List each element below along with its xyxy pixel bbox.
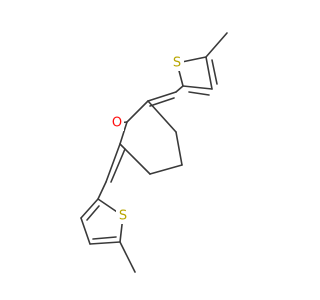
cyclohexanone-ring	[119, 100, 183, 175]
bond-c5-c4	[175, 131, 183, 166]
thiophene-top-c3-c2-double	[188, 91, 210, 96]
atom-labels: O S S	[110, 55, 184, 224]
bond-methine-thiophene-bottom	[97, 181, 107, 200]
thiophene-bottom-methyl	[119, 241, 136, 273]
bond-c2-methine-bottom	[105, 143, 121, 183]
thiophene-top-c5-c4	[205, 56, 213, 90]
bond-methine-thiophene-top	[175, 85, 184, 93]
bond-c4-c3	[147, 100, 177, 133]
bond-c3-methine-top-double	[149, 97, 175, 107]
thiophene-top-methyl	[205, 32, 228, 58]
bond-c1-c2	[119, 121, 128, 145]
upper-substituent	[147, 32, 228, 107]
thiophene-top-c4-c3	[182, 85, 213, 90]
bond-c6-c5	[149, 164, 183, 175]
bond-c2-methine-bottom-double	[110, 148, 126, 183]
molecule-structure: O S S	[80, 32, 228, 273]
thiophene-bottom-c5-c4-double	[92, 236, 117, 240]
thiophene-bottom-c4-c3	[80, 217, 91, 245]
thiophene-bottom-c3-c2-double	[86, 205, 100, 221]
sulfur-top-atom-label: S	[173, 56, 181, 71]
sulfur-bottom-atom-label: S	[119, 209, 127, 224]
thiophene-top-c5-c4-double	[211, 59, 218, 85]
oxygen-atom-label: O	[112, 116, 122, 131]
bond-c3-c1	[126, 100, 149, 123]
thiophene-bottom-c3-c2	[80, 198, 99, 219]
bond-c3-methine-top	[147, 91, 177, 102]
thiophene-bottom-c5-c4	[89, 241, 121, 245]
